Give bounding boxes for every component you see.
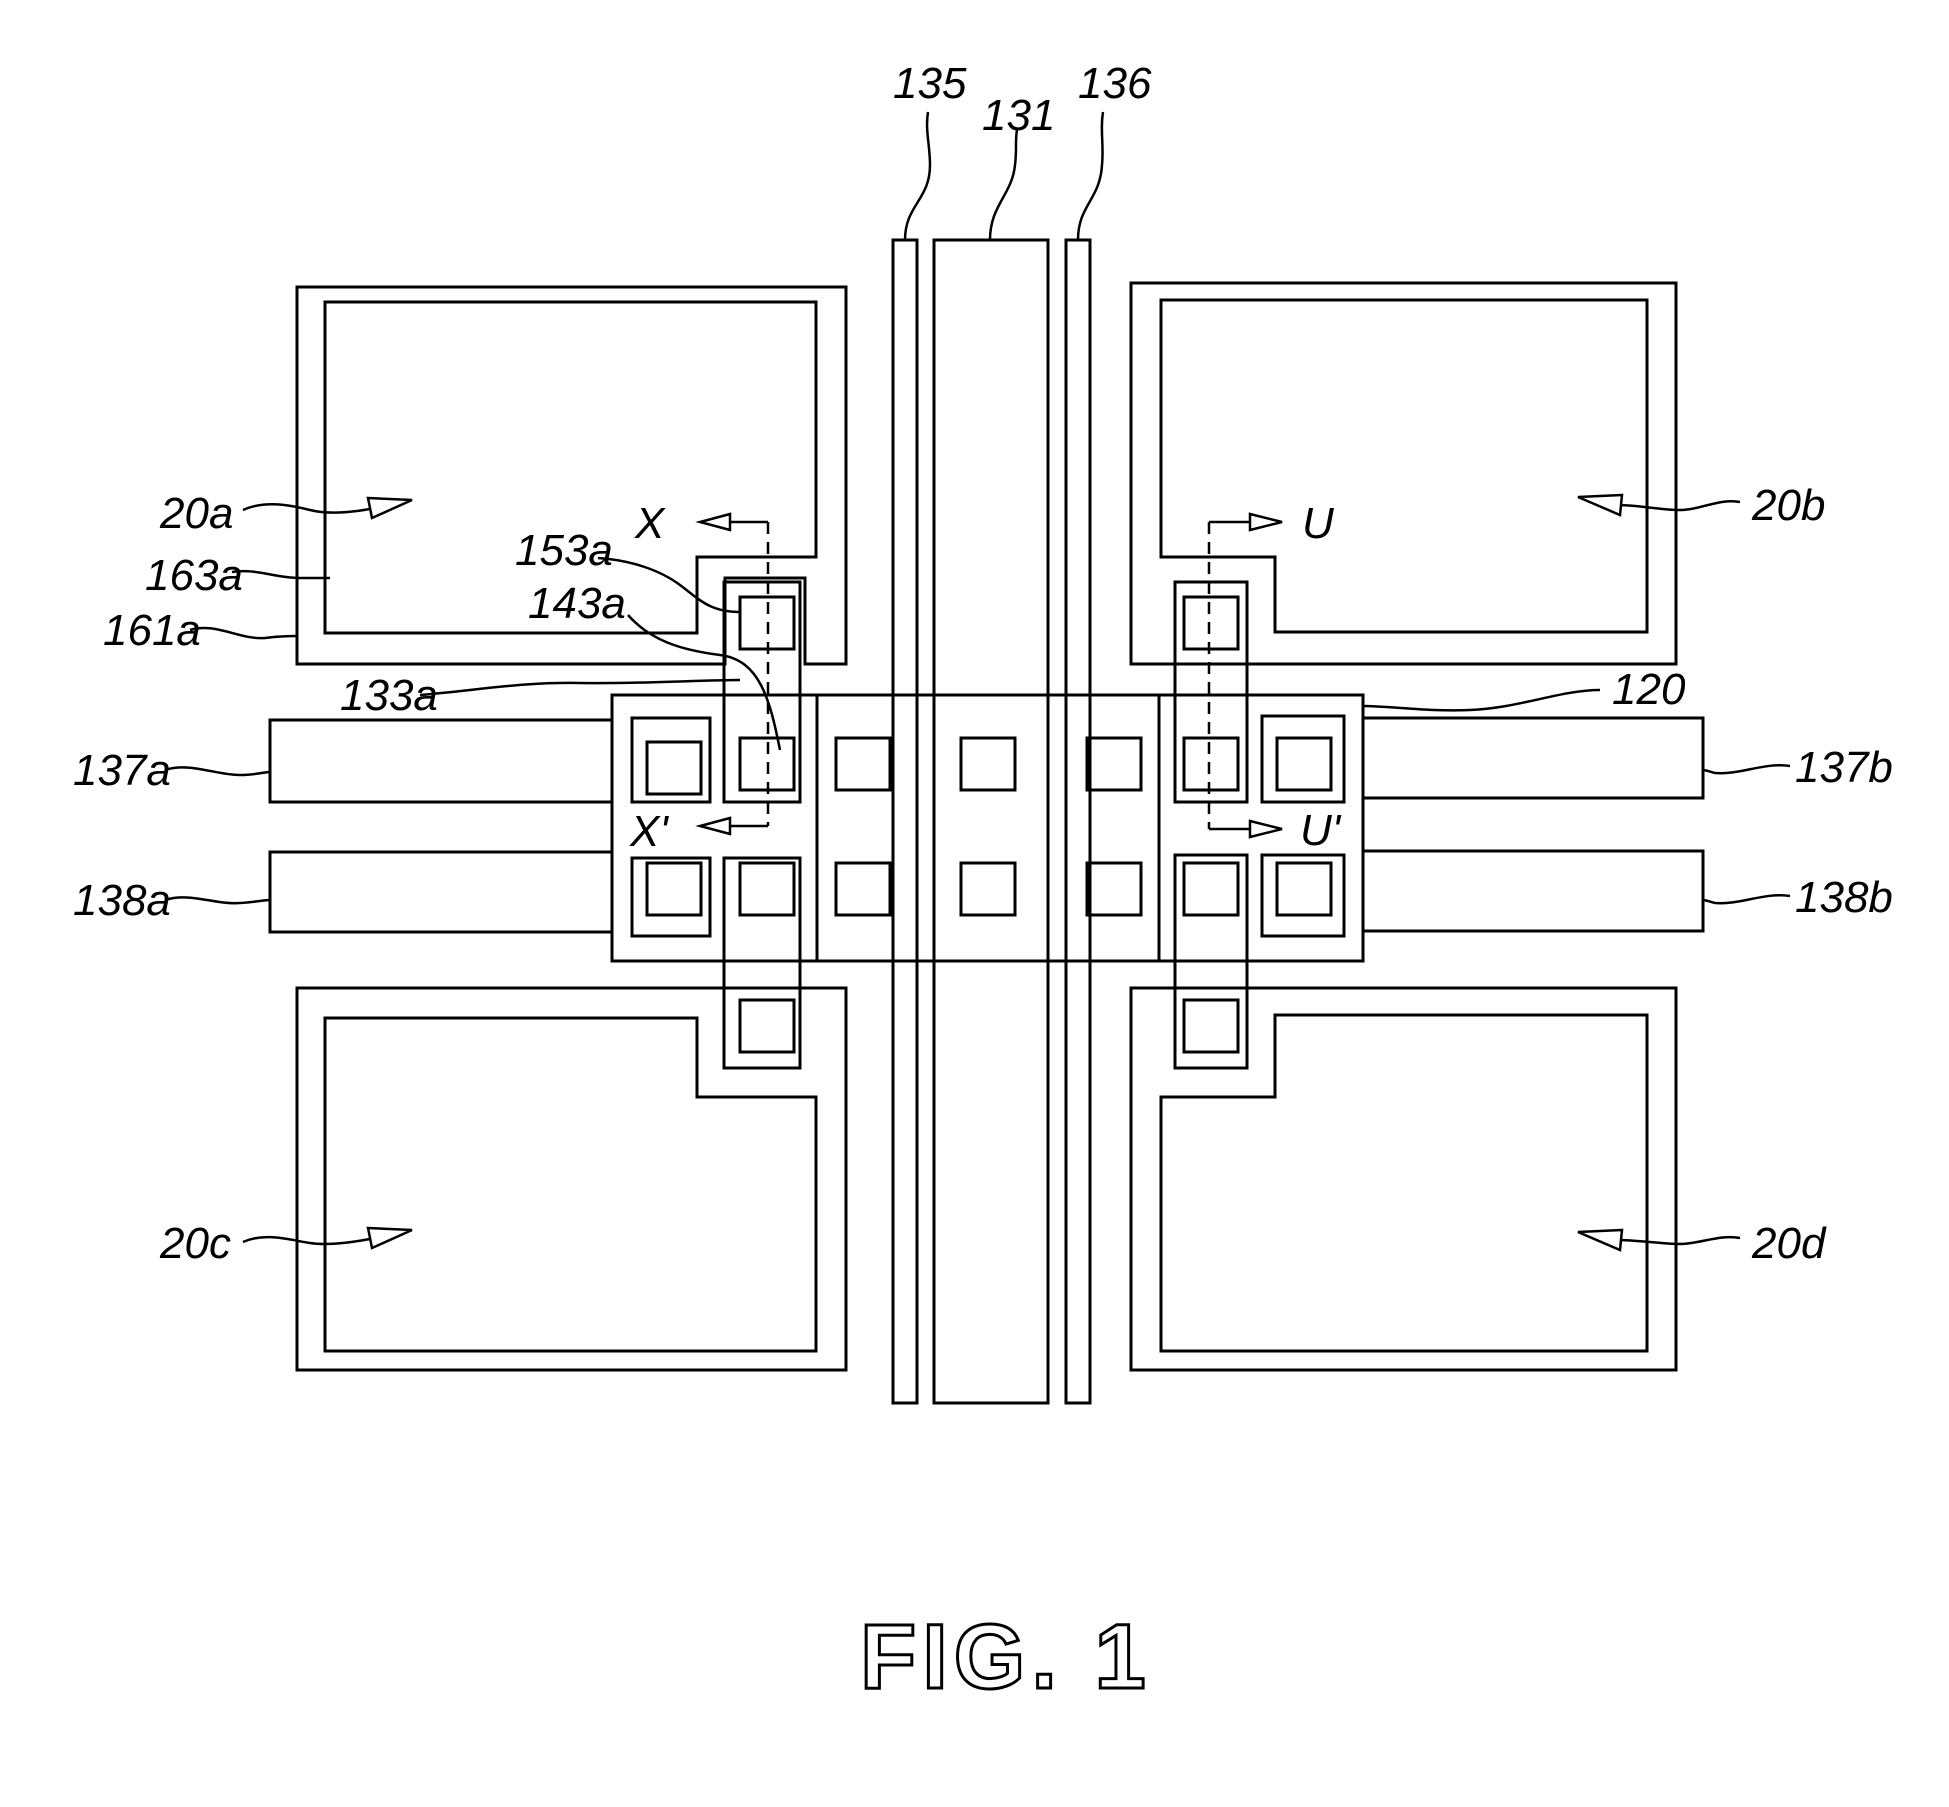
label-137b: 137b [1795, 743, 1893, 792]
contact-hole [836, 738, 890, 790]
electrode-133a-bottom [724, 858, 800, 1068]
data-line-136 [1066, 240, 1090, 1403]
leader-138b [1703, 895, 1790, 903]
section-arrow-up [1250, 821, 1282, 837]
leader-137a [165, 767, 270, 775]
label-143a: 143a [528, 579, 626, 628]
contact-hole [1184, 1000, 1238, 1052]
gate-line-131 [934, 240, 1048, 1403]
label-20b: 20b [1751, 481, 1825, 530]
label-163a: 163a [145, 551, 243, 600]
arrow-20c [368, 1228, 412, 1248]
arrow-20b [1578, 495, 1622, 515]
figure-caption: FIG. 1 [860, 1606, 1152, 1708]
electrode-133a-top [724, 582, 800, 802]
leader-136 [1078, 112, 1103, 240]
pixel-20d-outer [1131, 988, 1676, 1370]
contact-hole [1277, 738, 1331, 790]
pixel-20c-outer [297, 988, 846, 1370]
leader-120 [1363, 690, 1600, 710]
leader-161a [190, 628, 297, 638]
electrode-right-top [1175, 582, 1247, 802]
label-131: 131 [982, 91, 1055, 140]
contact-hole [961, 738, 1015, 790]
line-137b [1363, 718, 1703, 798]
line-137a [270, 720, 612, 802]
contact-hole [740, 1000, 794, 1052]
label-138b: 138b [1795, 873, 1893, 922]
contact-hole [1277, 863, 1331, 915]
leader-20a [243, 504, 375, 512]
contact-hole [1184, 597, 1238, 649]
label-138a: 138a [73, 876, 171, 925]
pixel-20d-inner [1161, 1015, 1647, 1351]
contact-hole [1087, 738, 1141, 790]
label-120: 120 [1612, 665, 1686, 714]
leader-163a [232, 571, 330, 578]
leader-131 [990, 130, 1017, 240]
label-x-prime: X' [629, 807, 669, 856]
label-133a: 133a [340, 671, 438, 720]
section-arrow-xp [700, 818, 730, 834]
contact-hole [836, 863, 890, 915]
line-138b [1363, 851, 1703, 931]
leader-137b [1703, 765, 1790, 773]
label-161a: 161a [103, 606, 201, 655]
contact-hole [647, 742, 701, 794]
left-contact-block-bottom [632, 858, 710, 936]
label-x: X [634, 499, 666, 548]
section-arrow-x [700, 514, 730, 530]
contact-hole [647, 863, 701, 915]
leader-138a [165, 897, 270, 903]
section-arrow-u [1250, 514, 1282, 530]
data-line-135 [893, 240, 917, 1403]
arrow-20a [368, 498, 412, 518]
label-u-prime: U' [1300, 806, 1342, 855]
pixel-20b-outer-line [1131, 283, 1676, 664]
label-136: 136 [1078, 59, 1152, 108]
label-153a: 153a [515, 526, 613, 575]
contact-hole [1184, 738, 1238, 790]
contact-hole [1184, 863, 1238, 915]
arrow-20d [1578, 1230, 1622, 1250]
label-20d: 20d [1751, 1219, 1827, 1268]
line-138a [270, 852, 612, 932]
leader-135 [905, 112, 930, 240]
label-u: U [1302, 499, 1334, 548]
left-contact-block-top [632, 718, 710, 802]
label-135: 135 [893, 59, 967, 108]
label-20c: 20c [159, 1219, 231, 1268]
label-20a: 20a [159, 489, 233, 538]
label-137a: 137a [73, 746, 171, 795]
contact-hole [1087, 863, 1141, 915]
leader-20c [243, 1237, 375, 1244]
contact-hole [740, 863, 794, 915]
contact-hole [961, 863, 1015, 915]
leader-133a [420, 680, 740, 695]
gate-pad-region [817, 695, 1159, 961]
